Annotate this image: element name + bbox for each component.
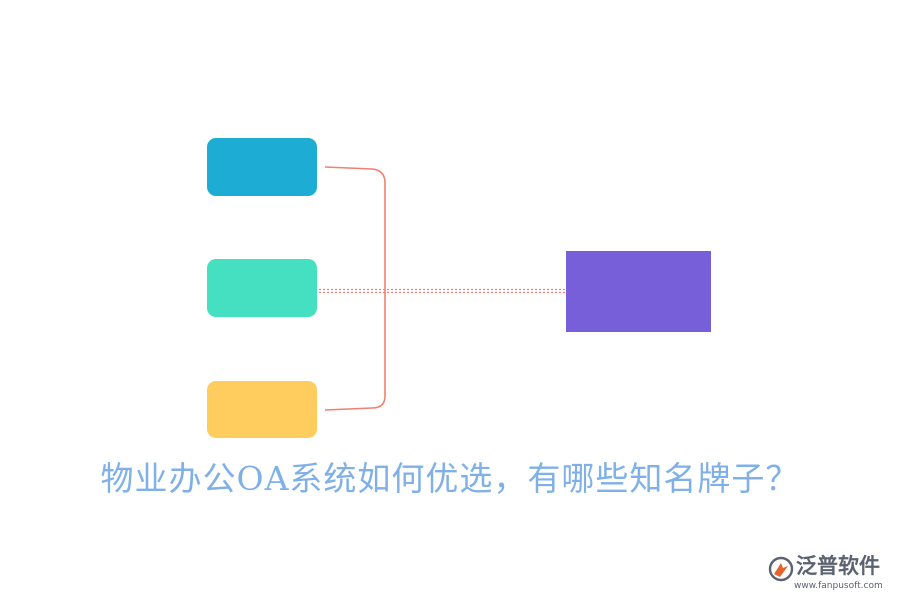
node-box-target <box>566 251 711 332</box>
bracket-connector <box>324 166 386 411</box>
brand-logo: 泛普软件 www.fanpusoft.com <box>768 552 893 596</box>
page-title: 物业办公OA系统如何优选，有哪些知名牌子？ <box>100 459 800 498</box>
fanpu-logo-icon <box>768 556 794 582</box>
node-box-middle <box>207 259 317 317</box>
logo-name: 泛普软件 <box>796 554 880 578</box>
node-box-top <box>207 138 317 196</box>
logo-url: www.fanpusoft.com <box>794 581 883 591</box>
node-box-bottom <box>207 381 317 438</box>
